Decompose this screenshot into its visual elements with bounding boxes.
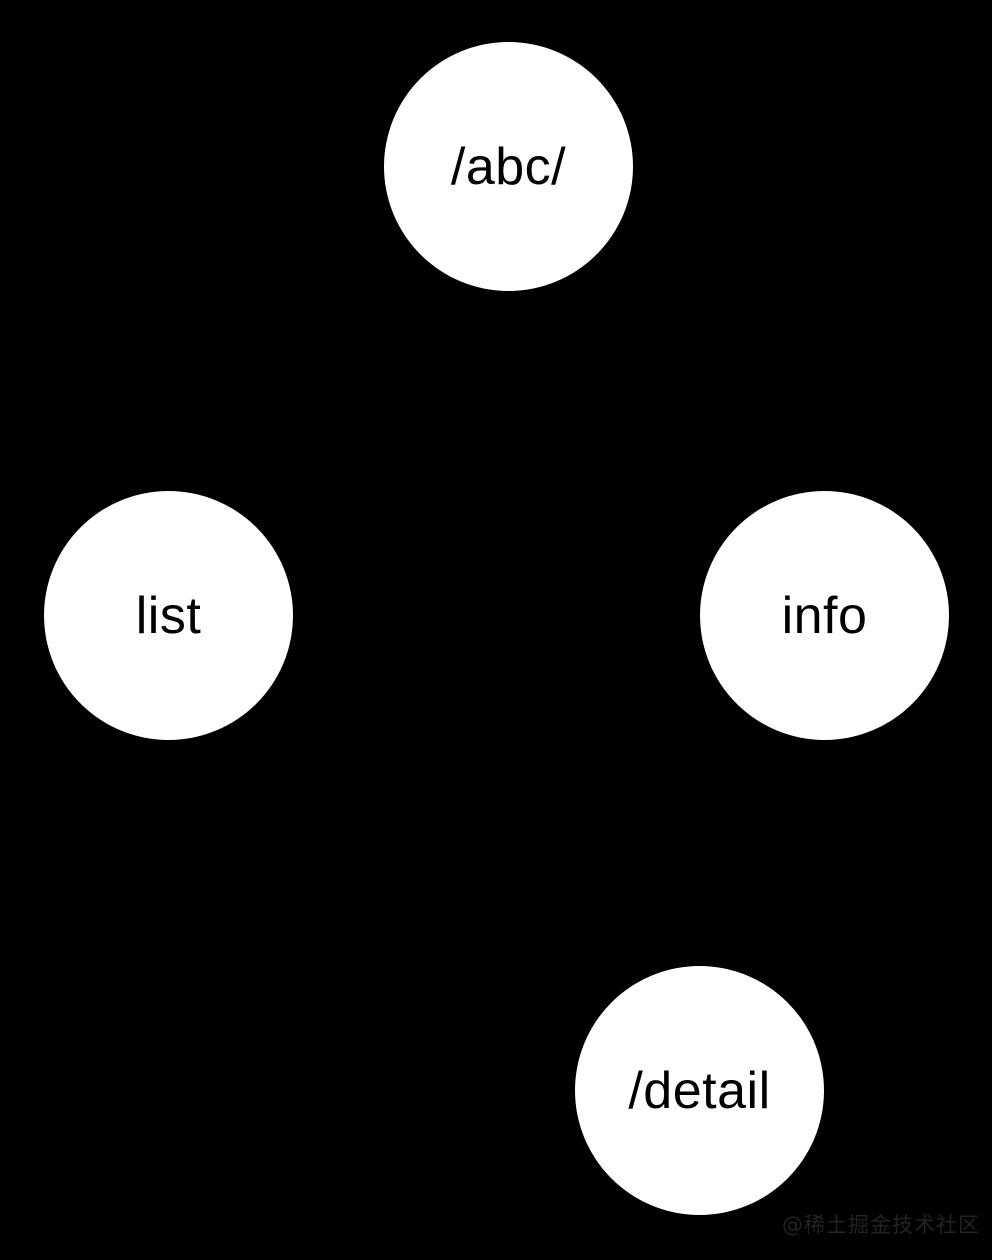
- watermark: @稀土掘金技术社区: [782, 1213, 980, 1237]
- graph-node-label: info: [781, 586, 868, 645]
- graph-node-label: list: [135, 586, 202, 645]
- graph-node-detail[interactable]: /detail: [575, 966, 824, 1215]
- graph-node-label: /detail: [628, 1061, 771, 1120]
- graph-node-info[interactable]: info: [700, 491, 949, 740]
- graph-node-abc[interactable]: /abc/: [384, 42, 633, 291]
- graph-node-list[interactable]: list: [44, 491, 293, 740]
- graph-node-label: /abc/: [450, 137, 567, 196]
